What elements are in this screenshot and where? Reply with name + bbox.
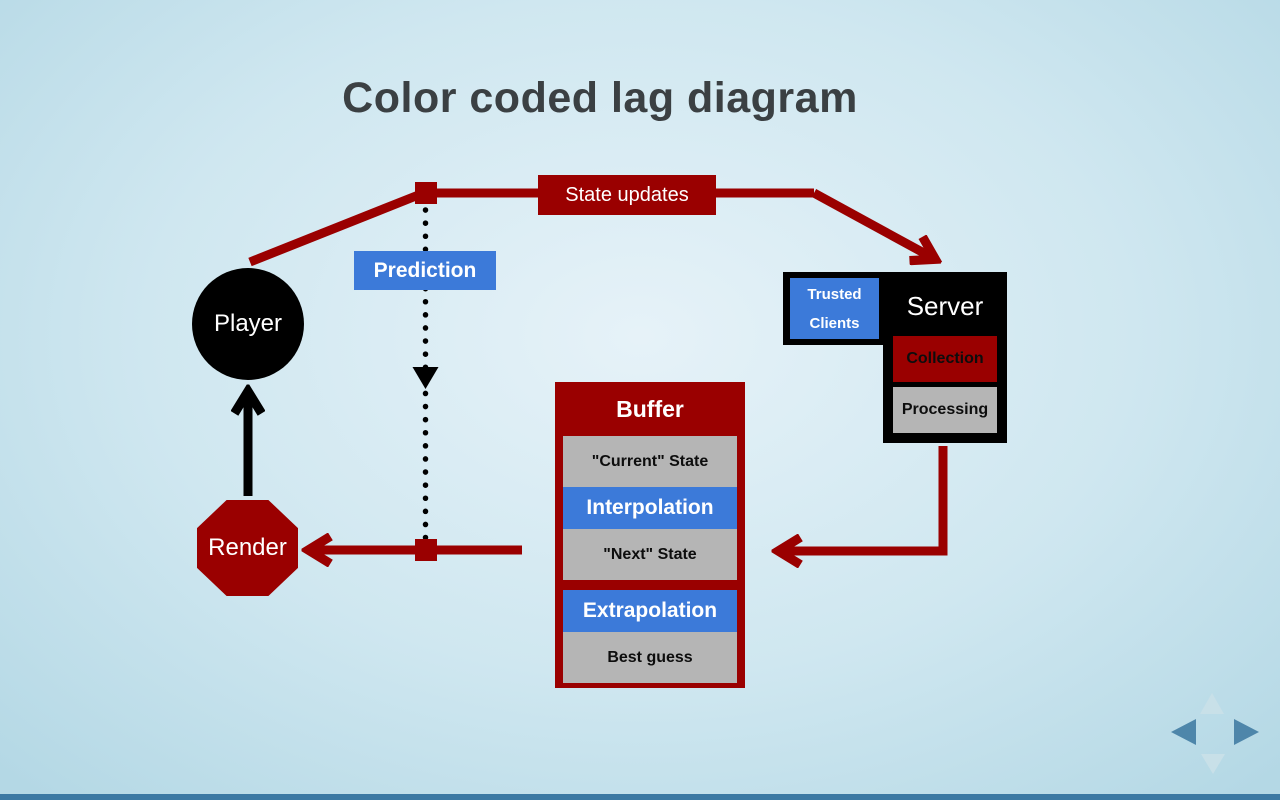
- server-processing-label: Processing: [893, 387, 997, 433]
- render-label: Render: [208, 534, 287, 561]
- player-node: Player: [192, 268, 304, 380]
- buffer-row-spacer: [563, 580, 737, 590]
- page-title: Color coded lag diagram: [342, 74, 858, 122]
- player-label: Player: [213, 310, 283, 337]
- nav-up-icon[interactable]: [1200, 693, 1224, 714]
- prediction-arrowhead: [412, 367, 439, 389]
- buffer-row-interpolation: Interpolation: [563, 487, 737, 529]
- server-label: Server: [906, 291, 984, 321]
- prediction-label: Prediction: [354, 251, 496, 290]
- nav-right-icon[interactable]: [1234, 719, 1259, 745]
- junction-square-bottom: [415, 539, 437, 561]
- buffer-row-current-state: "Current" State: [563, 436, 737, 487]
- buffer-title: Buffer: [616, 396, 684, 422]
- bottom-progress-bar: [0, 794, 1280, 800]
- nav-down-icon[interactable]: [1201, 754, 1225, 774]
- edge-to-server-arrow: [811, 189, 933, 258]
- buffer-row-extrapolation: Extrapolation: [563, 590, 737, 632]
- render-node: Render: [197, 500, 298, 596]
- junction-square-top: [415, 182, 437, 204]
- edge-server-to-buffer-arrow: [781, 446, 948, 551]
- server-collection-label: Collection: [893, 336, 997, 382]
- trusted-clients-label: Trusted Clients: [790, 278, 879, 339]
- nav-left-icon[interactable]: [1171, 719, 1196, 745]
- buffer-node: Buffer "Current" State Interpolation "Ne…: [555, 382, 745, 688]
- buffer-row-next-state: "Next" State: [563, 529, 737, 580]
- buffer-row-best-guess: Best guess: [563, 632, 737, 683]
- state-updates-label: State updates: [538, 175, 716, 215]
- edge-player-to-junction-line: [248, 187, 428, 267]
